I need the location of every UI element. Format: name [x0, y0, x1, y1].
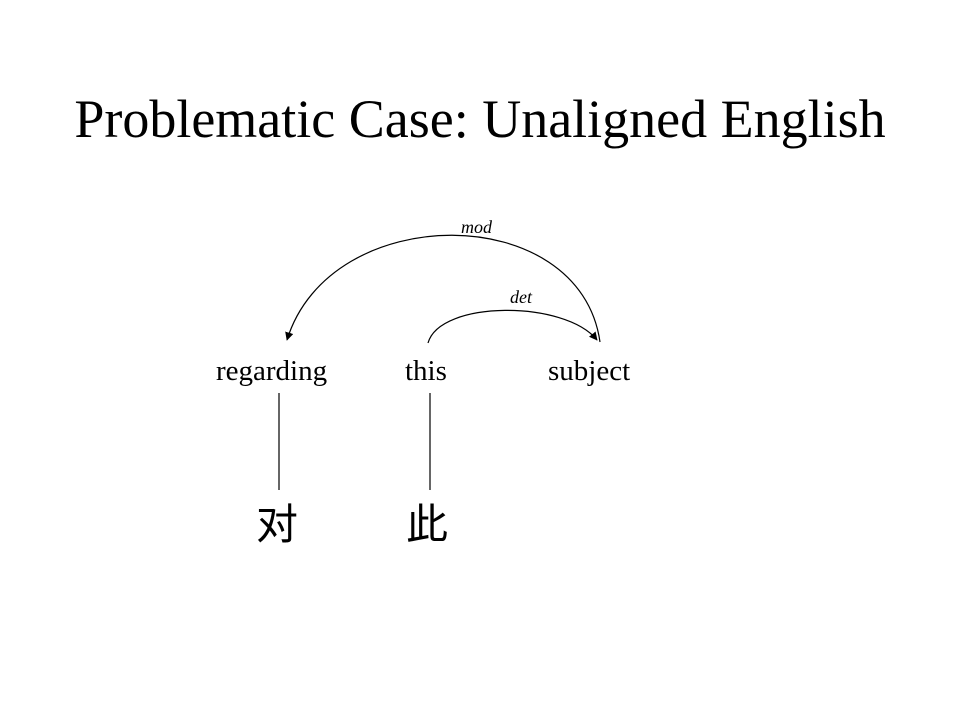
det-arc [427, 309, 598, 344]
word-this: this [405, 355, 447, 387]
mod-arc [285, 234, 601, 343]
word-regarding: regarding [216, 355, 328, 387]
slide-title: Problematic Case: Unaligned English [74, 89, 886, 149]
chinese-word-ci: 此 [406, 500, 449, 549]
word-subject: subject [548, 355, 631, 387]
chinese-word-dui: 对 [256, 500, 299, 549]
det-label: det [510, 287, 532, 307]
mod-label: mod [461, 217, 492, 237]
